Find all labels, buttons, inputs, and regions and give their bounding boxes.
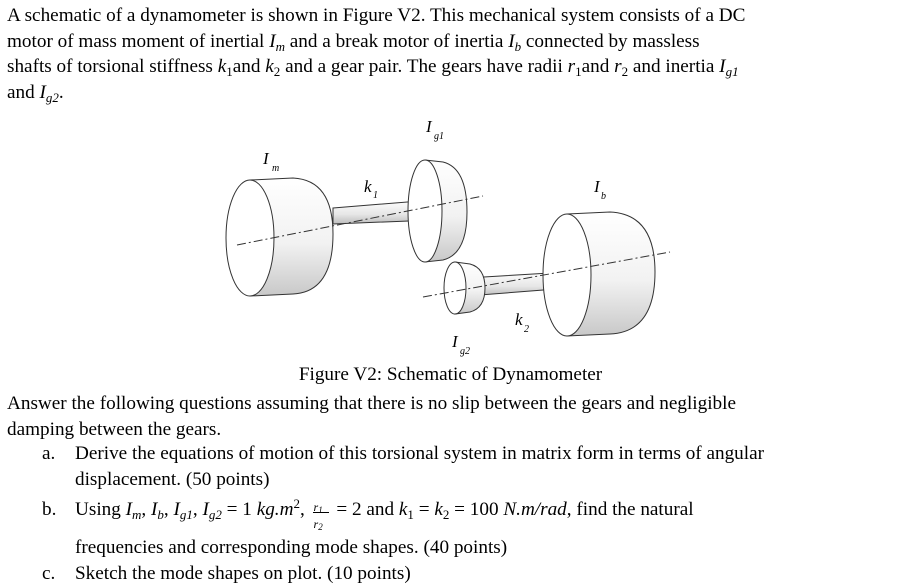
- svg-text:g1: g1: [434, 131, 444, 142]
- svg-text:m: m: [272, 163, 279, 174]
- dynamometer-schematic: I m k 1 I g1 I b k 2 I g2: [225, 117, 671, 357]
- centerline-lower: [422, 251, 671, 298]
- label-Ib: I b: [593, 177, 606, 202]
- label-Ig1: I g1: [425, 117, 444, 142]
- gear-2-disk: [443, 261, 486, 315]
- answer-line-2: damping between the gears.: [7, 418, 222, 440]
- question-c: c. Sketch the mode shapes on plot. (10 p…: [42, 561, 897, 587]
- svg-text:g2: g2: [460, 346, 470, 357]
- svg-text:I: I: [262, 149, 270, 168]
- intro-paragraph: A schematic of a dynamometer is shown in…: [7, 3, 897, 105]
- label-Ig2: I g2: [451, 332, 470, 357]
- brake-cylinder: [542, 211, 656, 337]
- svg-text:1: 1: [373, 190, 378, 201]
- svg-text:2: 2: [524, 324, 529, 335]
- label-k2: k 2: [515, 310, 529, 335]
- intro-line-3: shafts of torsional stiffness k1and k2 a…: [7, 56, 739, 79]
- svg-text:I: I: [593, 177, 601, 196]
- question-b-line-2: frequencies and corresponding mode shape…: [75, 537, 508, 558]
- question-c-label: c.: [42, 563, 56, 584]
- intro-line-2: motor of mass moment of inertial Im and …: [7, 30, 700, 54]
- svg-text:k: k: [515, 310, 523, 329]
- intro-line-1: A schematic of a dynamometer is shown in…: [7, 5, 746, 26]
- question-c-line-1: Sketch the mode shapes on plot. (10 poin…: [75, 563, 411, 584]
- gear-1-disk: [407, 159, 468, 263]
- figure-caption: Figure V2: Schematic of Dynamometer: [298, 364, 603, 385]
- question-b-label: b.: [42, 499, 57, 520]
- label-k1: k 1: [364, 177, 378, 201]
- centerline-upper: [236, 195, 484, 246]
- question-a: a. Derive the equations of motion of thi…: [42, 441, 897, 492]
- svg-text:I: I: [425, 117, 433, 136]
- question-a-label: a.: [42, 443, 56, 464]
- svg-text:k: k: [364, 177, 372, 196]
- motor-cylinder: [225, 177, 334, 297]
- svg-text:I: I: [451, 332, 459, 351]
- svg-text:b: b: [601, 191, 606, 202]
- intro-line-4: and Ig2.: [7, 81, 64, 105]
- answer-instruction: Answer the following questions assuming …: [7, 391, 897, 442]
- question-a-line-2: displacement. (50 points): [75, 468, 270, 490]
- question-a-line-1: Derive the equations of motion of this t…: [75, 443, 765, 464]
- label-Im: I m: [262, 149, 279, 174]
- answer-line-1: Answer the following questions assuming …: [7, 393, 736, 414]
